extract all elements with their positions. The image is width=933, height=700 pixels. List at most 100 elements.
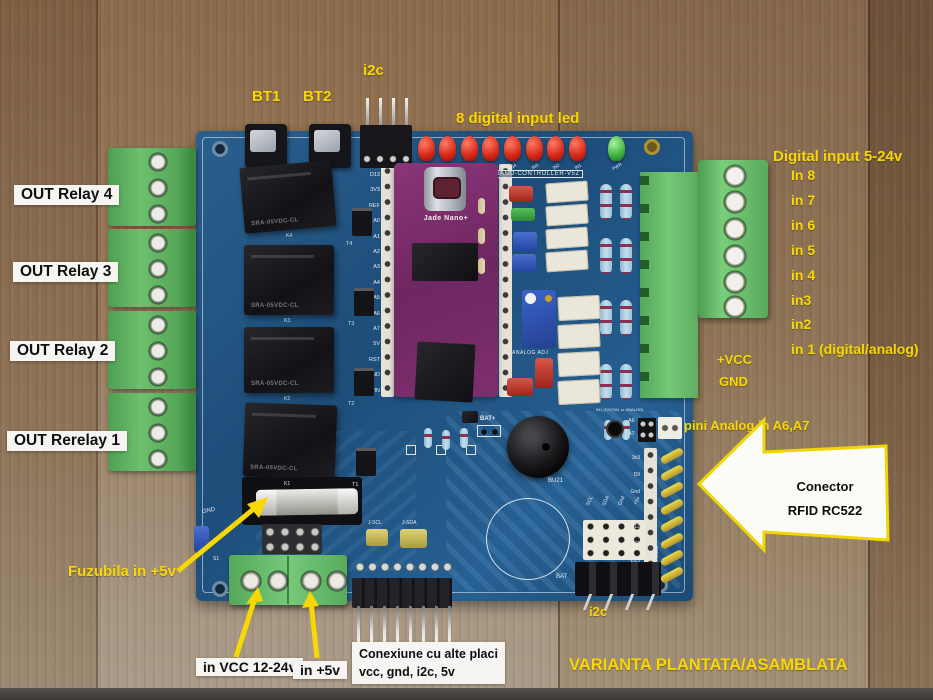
relay-model: SRA-05VDC-CL	[250, 217, 299, 228]
conexiune-label: Conexiune cu alte placi vcc, gnd, i2c, 5…	[352, 642, 505, 685]
resistor	[620, 364, 632, 400]
header-pin	[448, 606, 451, 646]
resistor	[622, 420, 630, 440]
buzzer	[507, 416, 569, 478]
resistor	[620, 238, 632, 274]
relay-ref: K3	[284, 318, 291, 324]
transistor-t4	[352, 208, 372, 236]
i2c-angled-header	[575, 562, 661, 596]
fuse-annotation: Fuzubila in +5v	[68, 563, 176, 580]
analog-adjust-trimpot	[522, 290, 556, 348]
optocoupler	[545, 180, 589, 204]
nano-pad	[436, 445, 446, 455]
jsda-silkscreen: J-SDA	[402, 520, 417, 526]
jumper-jscl	[366, 529, 388, 546]
nano-mcu	[414, 341, 476, 403]
transistor-ref: T4	[346, 241, 353, 247]
relay-ref: K4	[286, 233, 293, 239]
pin-label: SDA	[601, 495, 612, 507]
input-label-3: in3	[791, 292, 812, 308]
digital-input-plug	[698, 160, 768, 318]
resistor	[600, 184, 612, 220]
jumper-blue	[513, 232, 537, 251]
input-label-6: in 6	[791, 217, 816, 233]
resistor	[600, 238, 612, 274]
female-header-2x4	[262, 524, 322, 554]
led-in1: IN1	[569, 136, 586, 170]
in-5v-label: in +5v	[293, 661, 348, 679]
conexiune-line2: vcc, gnd, i2c, 5v	[359, 665, 455, 680]
jumper-green	[511, 208, 535, 221]
relay-k4: SRA-05VDC-CL	[239, 160, 337, 234]
in-vcc-label: in VCC 12-24v	[196, 658, 304, 676]
trimpot-screw	[545, 295, 552, 302]
input-label-5: in 5	[791, 242, 816, 258]
relay-marking	[251, 412, 317, 418]
pin-label: SCL	[585, 495, 595, 507]
header-pin	[396, 606, 399, 646]
jumper-blue	[512, 254, 536, 272]
jscl-silkscreen: J-SCL	[368, 520, 382, 526]
out-relay4-label: OUT Relay 4	[14, 185, 120, 205]
led-in8: IN8	[418, 136, 435, 170]
i2c-top-annotation: i2c	[363, 62, 384, 79]
buzzer-ref-silkscreen: BU21	[548, 478, 564, 484]
transistor-ref: T3	[348, 321, 355, 327]
button-cap	[250, 130, 276, 152]
led-in2: IN2	[547, 136, 564, 170]
input-label-4: in 4	[791, 267, 816, 283]
relay-k1: SRA-05VDC-CL	[242, 402, 338, 480]
resistor	[600, 364, 612, 400]
variant-annotation: VARIANTA PLANTATA/ASAMBLATA	[569, 656, 848, 674]
rfid-arrow-text1: Conector	[796, 479, 854, 494]
in1-note-silkscreen: IN1 (DIGITAL or ANALOG)	[596, 407, 644, 412]
optocoupler	[545, 249, 589, 273]
optocoupler	[545, 203, 589, 227]
board-title-silkscreen: NANO-CONTROLLER-V5Z	[492, 170, 583, 178]
bat-plus-header	[477, 425, 501, 437]
bat-plus-silkscreen: BAT+	[480, 416, 496, 422]
header-pin	[435, 606, 438, 646]
transistor-t3	[354, 288, 374, 316]
push-button-bt1	[245, 124, 287, 168]
expansion-header-body	[352, 578, 452, 608]
nano-passive	[462, 411, 478, 423]
relay-marking	[247, 171, 312, 181]
a6a7-hole	[606, 420, 624, 438]
a6-silkscreen: A6	[628, 418, 635, 424]
nano-socket-left	[381, 164, 394, 397]
relay-marking	[251, 255, 314, 258]
header-pin	[357, 606, 360, 646]
jumper-jsda	[400, 529, 427, 548]
digital-input-title: Digital input 5-24v	[773, 148, 903, 165]
resistor	[620, 300, 632, 336]
relay4-terminal-block	[108, 148, 196, 226]
i2c-bottom-annotation: i2c	[589, 604, 608, 619]
mounting-hole	[644, 139, 660, 155]
transistor-ref: T2	[348, 401, 355, 407]
terminal-seam	[287, 556, 289, 604]
rfid-female-header	[644, 448, 657, 586]
header-pin	[366, 98, 369, 126]
bat-silkscreen: BAT	[556, 574, 568, 580]
relay-k2: SRA-05VDC-CL	[244, 327, 334, 393]
s1-silkscreen: S1	[213, 556, 220, 562]
led-in7: IN7	[439, 136, 456, 170]
resistor	[460, 428, 468, 448]
jumper-red	[509, 186, 533, 202]
trimpot-knob	[525, 293, 536, 304]
header-notches	[640, 176, 649, 394]
resistor	[620, 184, 632, 220]
header-pin	[383, 606, 386, 646]
resistor	[600, 300, 612, 336]
resistor-tan	[478, 198, 485, 214]
nano-pinout-silkscreen: D13 3V3 REF A0 A1 A2 A3 A4 A5 A6 A7 5V R…	[368, 172, 380, 394]
pini-analog-annotation: pini Analog in A6,A7	[684, 418, 810, 433]
relay-model: SRA-05VDC-CL	[249, 464, 298, 473]
header-pin	[405, 98, 408, 126]
input-label-1: in 1 (digital/analog)	[791, 341, 919, 357]
gnd-annotation: GND	[719, 374, 748, 389]
led-in5: IN5	[482, 136, 499, 170]
analog-pin-connector	[658, 417, 682, 439]
